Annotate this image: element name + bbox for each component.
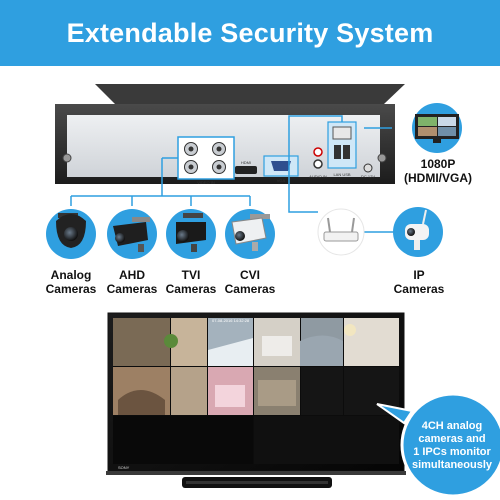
title-banner: Extendable Security System: [0, 0, 500, 66]
usb-port-icon: [343, 145, 350, 159]
bullet-camera-icon: [113, 217, 150, 252]
wifi-camera-icon: [405, 209, 429, 250]
camera-feed-empty: [254, 416, 399, 464]
network-router-icon: [317, 208, 365, 256]
lan-port-icon: [332, 126, 352, 140]
ahd-camera: [107, 209, 157, 259]
video-in-port-label: VIDEO IN: [197, 180, 215, 185]
dome-camera-icon: [56, 213, 86, 248]
hdmi-port-label: HDMI: [241, 160, 251, 165]
ip-camera: [393, 207, 443, 257]
power-port-icon: [363, 163, 373, 173]
camera-feed: [171, 367, 207, 415]
tvi-camera: [166, 209, 216, 259]
soundbar: [182, 477, 332, 488]
cvi-camera: [225, 209, 275, 259]
timestamp-overlay: 07-08-2016 14:32:28: [212, 318, 250, 323]
vga-port-label: VGA: [277, 178, 286, 183]
television: 07-08-2016 14:32:28 SONY: [106, 312, 406, 475]
camera-feed: [301, 367, 343, 415]
vga-port-icon: [271, 161, 291, 171]
hdmi-port-icon: [235, 166, 257, 174]
callout-bubble: [376, 392, 500, 498]
camera-feed: [113, 318, 170, 366]
bnc-port-icon: [184, 142, 226, 174]
audio-port-label: AUDIO IN: [309, 174, 327, 179]
camera-connection-lines: [70, 157, 251, 206]
camera-feed-grid: [113, 318, 399, 464]
tv-brand-logo: SONY: [118, 465, 130, 470]
analog-camera: [46, 209, 96, 259]
screw-icon: [62, 153, 72, 163]
usb-port-icon: [334, 145, 341, 159]
bullet-camera-icon: [176, 213, 206, 252]
dvr-recorder: VIDEO IN HDMI VGA AUDIO IN LAN USB DC 12…: [55, 84, 405, 185]
camera-feed-empty: [113, 416, 253, 464]
cylinder-camera-icon: [231, 214, 270, 251]
monitor-icon: [412, 103, 462, 153]
audio-port-icon: [313, 147, 323, 157]
callout-text: 4CH analog cameras and 1 IPCs monitor si…: [411, 420, 493, 471]
tv-stand: [106, 471, 406, 475]
monitor-label: 1080P(HDMI/VGA): [404, 157, 472, 185]
video-in-highlight: [177, 136, 235, 180]
dc-port-label: DC 12V: [361, 174, 375, 179]
lan-port-label: LAN USB: [333, 172, 350, 177]
audio-port-icon: [313, 159, 323, 169]
screw-icon: [377, 153, 387, 163]
banner-title: Extendable Security System: [66, 18, 434, 48]
